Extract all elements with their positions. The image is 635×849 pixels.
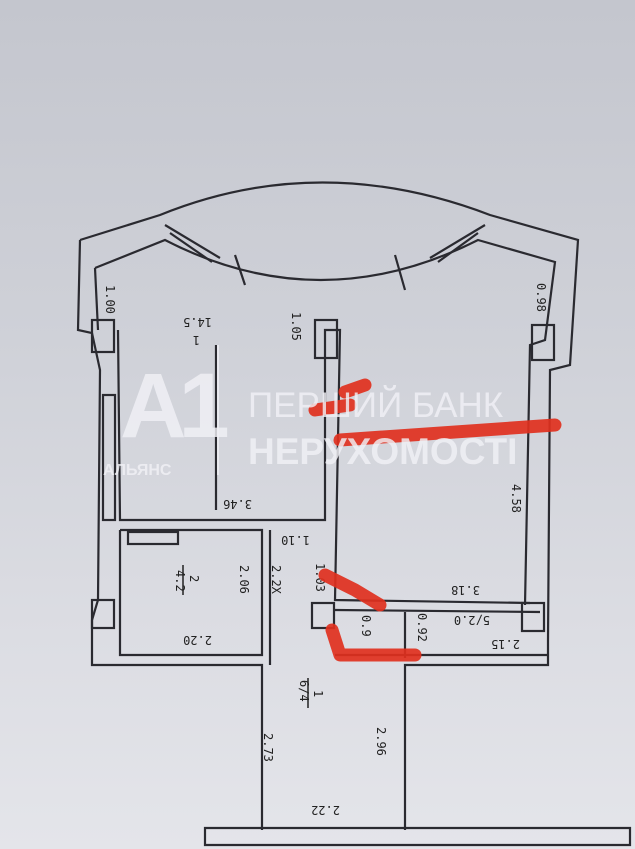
label: 6/4 [297,680,311,702]
label: 2.06 [237,565,251,594]
label: 2.15 [491,637,520,651]
column [520,601,546,633]
column [90,318,116,354]
label: 0.92 [415,613,429,642]
column [310,601,336,630]
dimension-labels: 1.00 1.05 0.98 14.5 1 3.46 1.10 2.06 2.2… [103,283,548,817]
label: 3.18 [451,583,480,597]
label: 1.10 [281,533,310,547]
label: 0.9 [359,615,373,637]
watermark-line2: НЕРУХОМОСТІ [248,431,518,472]
label: 2.96 [374,727,388,756]
watermark-divider [217,345,219,475]
label: 2.20 [183,633,212,647]
label: 0.98 [534,283,548,312]
watermark-logo: A1 [120,355,230,457]
label: 1 [193,333,200,347]
label: 4.58 [509,484,523,513]
label: 2.22 [311,803,340,817]
walls [76,181,632,847]
label: 5/2.0 [454,613,490,627]
label: 1.05 [289,312,303,341]
label: 14.5 [183,315,212,329]
radiator [126,530,180,546]
label: 2 [187,575,201,582]
label: 2.73 [261,733,275,762]
red-marker-scribbles [308,378,562,662]
label: 2.2X [269,565,283,595]
label: 4.2 [173,570,187,592]
column [90,598,116,630]
watermark-caption: АЛЬЯНС [103,462,172,479]
column [313,318,339,360]
window [101,393,117,522]
label: 1.00 [103,285,117,314]
column [530,323,556,362]
label: 1 [311,690,325,697]
watermark-line1: ПЕРШИЙ БАНК [248,386,504,425]
label: 3.46 [223,497,252,511]
